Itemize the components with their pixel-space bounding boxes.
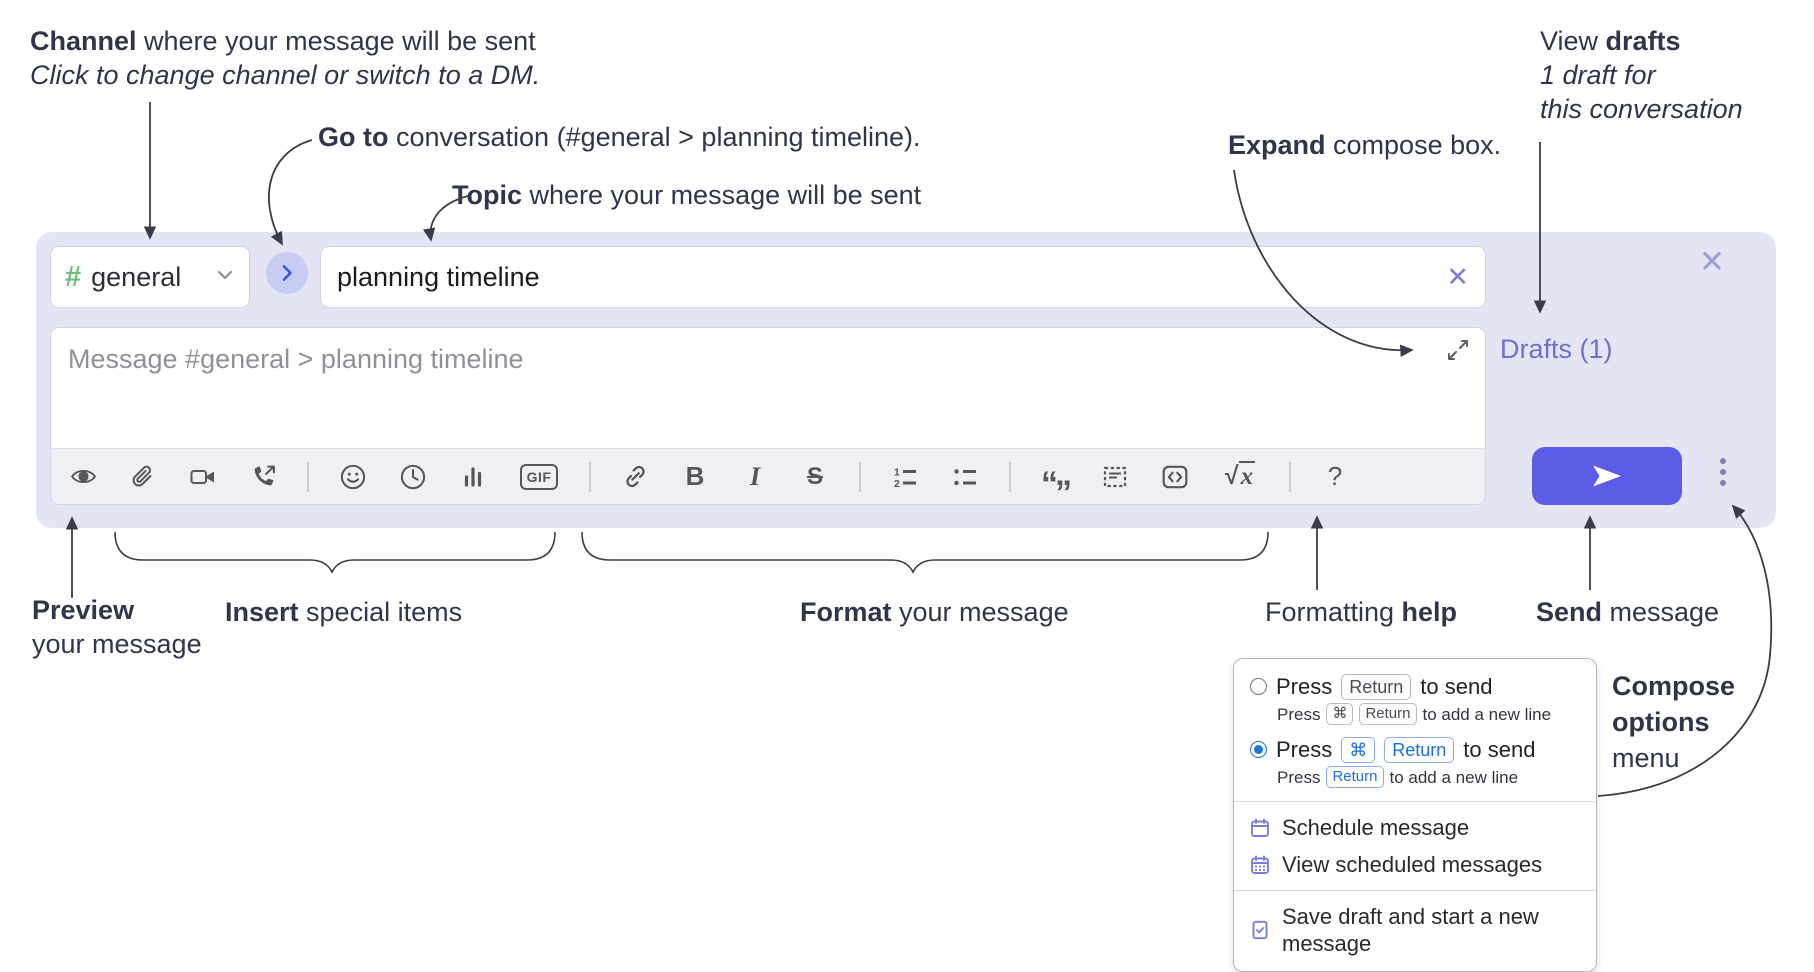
message-placeholder: Message #general > planning timeline xyxy=(68,344,524,374)
compose-options-menu: Press Return to send Press ⌘ Return to a… xyxy=(1233,658,1597,972)
close-compose-icon[interactable]: ✕ xyxy=(1699,244,1725,279)
phone-call-icon xyxy=(254,465,275,486)
code-icon xyxy=(1162,465,1188,488)
spoiler-icon xyxy=(1103,466,1127,487)
help-button[interactable]: ? xyxy=(1327,461,1343,491)
svg-text:1: 1 xyxy=(894,466,900,478)
menu-divider xyxy=(1234,801,1596,802)
ellipsis-dot xyxy=(1720,458,1726,464)
channel-hash-icon: # xyxy=(65,260,82,293)
attach-file-button[interactable] xyxy=(127,461,159,493)
callout-view-drafts: View drafts 1 draft for this conversatio… xyxy=(1540,26,1743,124)
message-box[interactable]: Message #general > planning timeline xyxy=(50,327,1486,505)
calendar-days-icon xyxy=(1251,855,1269,874)
menu-item-save-draft-new-message[interactable]: Save draft and start a new message xyxy=(1234,898,1596,962)
clock-icon xyxy=(400,464,426,489)
compose-options-button[interactable] xyxy=(1716,454,1730,490)
paperclip-icon xyxy=(132,465,152,487)
clear-topic-icon[interactable]: ✕ xyxy=(1446,261,1469,292)
svg-text:2: 2 xyxy=(894,478,900,490)
poll-button[interactable] xyxy=(457,461,489,493)
video-call-button[interactable] xyxy=(187,461,219,493)
ellipsis-dot xyxy=(1720,480,1726,486)
channel-selector[interactable]: # general xyxy=(50,246,250,308)
bulleted-list-icon xyxy=(954,468,976,485)
code-button[interactable] xyxy=(1159,461,1191,493)
link-icon xyxy=(625,465,645,488)
radio-unselected-icon[interactable] xyxy=(1250,678,1267,695)
callout-send-message: Send message xyxy=(1536,597,1720,627)
send-icon xyxy=(1593,465,1621,487)
channel-name: general xyxy=(91,261,182,292)
numbered-list-icon: 12 xyxy=(894,466,916,490)
menu-divider xyxy=(1234,890,1596,891)
emoji-button[interactable] xyxy=(337,461,369,493)
compose-box: # general planning timeline ✕ ✕ Message … xyxy=(36,232,1776,528)
bar-chart-icon xyxy=(464,466,482,487)
key-return: Return xyxy=(1326,766,1384,788)
callout-channel: Channel where your message will be sent … xyxy=(30,26,541,90)
italic-button[interactable]: I xyxy=(749,461,761,491)
gif-button[interactable]: GIF xyxy=(517,461,561,493)
drafts-link[interactable]: Drafts (1) xyxy=(1500,334,1613,364)
callout-preview: Preview your message xyxy=(32,595,202,659)
gif-icon: GIF xyxy=(519,463,559,490)
bold-button[interactable]: B xyxy=(685,461,705,491)
chevron-right-icon xyxy=(282,265,292,281)
audio-call-button[interactable] xyxy=(247,461,279,493)
callout-compose-options: Compose options menu xyxy=(1612,671,1736,773)
topic-value: planning timeline xyxy=(337,261,540,292)
annotated-compose-help: { "colors": { "compose_background": "#e3… xyxy=(0,0,1814,944)
callout-goto: Go to conversation (#general > planning … xyxy=(318,122,921,152)
math-icon: √x xyxy=(1224,461,1256,490)
menu-item-view-scheduled-messages[interactable]: View scheduled messages xyxy=(1234,846,1596,883)
key-cmd: ⌘ xyxy=(1341,736,1376,763)
toolbar-divider xyxy=(1289,461,1291,492)
topic-input[interactable]: planning timeline ✕ xyxy=(320,246,1486,308)
preview-button[interactable] xyxy=(67,461,99,493)
callout-formatting-help: Formatting help xyxy=(1265,597,1458,627)
menu-option-cmd-return-to-send[interactable]: Press ⌘ Return to send Press Return to a… xyxy=(1234,731,1596,794)
radio-selected-icon[interactable] xyxy=(1250,741,1267,758)
video-camera-icon xyxy=(190,469,214,484)
smiley-icon xyxy=(340,464,366,489)
calendar-icon xyxy=(1251,818,1269,837)
callout-topic: Topic where your message will be sent xyxy=(452,180,922,210)
ellipsis-dot xyxy=(1720,469,1726,475)
strikethrough-button[interactable]: S xyxy=(806,462,823,490)
key-return: Return xyxy=(1359,703,1417,725)
bulleted-list-button[interactable] xyxy=(949,461,981,493)
eye-icon xyxy=(70,469,96,484)
key-return: Return xyxy=(1384,736,1455,763)
callout-expand: Expand compose box. xyxy=(1228,130,1502,160)
quote-button[interactable]: “” xyxy=(1039,454,1072,505)
chevron-down-icon xyxy=(215,265,235,290)
menu-option-return-to-send[interactable]: Press Return to send Press ⌘ Return to a… xyxy=(1234,668,1596,731)
toolbar-divider xyxy=(859,461,861,492)
menu-item-schedule-message[interactable]: Schedule message xyxy=(1234,809,1596,846)
send-button[interactable] xyxy=(1532,447,1682,505)
math-button[interactable]: √x xyxy=(1219,461,1261,493)
quote-icon: “” xyxy=(1041,464,1072,505)
key-return: Return xyxy=(1341,673,1412,700)
toolbar-divider xyxy=(1009,461,1011,492)
goto-conversation-button[interactable] xyxy=(266,252,308,294)
callout-insert: Insert special items xyxy=(225,597,463,627)
save-draft-icon xyxy=(1252,920,1268,940)
spoiler-button[interactable] xyxy=(1099,461,1131,493)
global-time-button[interactable] xyxy=(397,461,429,493)
link-button[interactable] xyxy=(619,461,651,493)
toolbar-divider xyxy=(307,461,309,492)
key-cmd: ⌘ xyxy=(1326,703,1354,725)
expand-compose-icon[interactable] xyxy=(1445,337,1471,368)
toolbar-divider xyxy=(589,461,591,492)
callout-format: Format your message xyxy=(800,597,1069,627)
